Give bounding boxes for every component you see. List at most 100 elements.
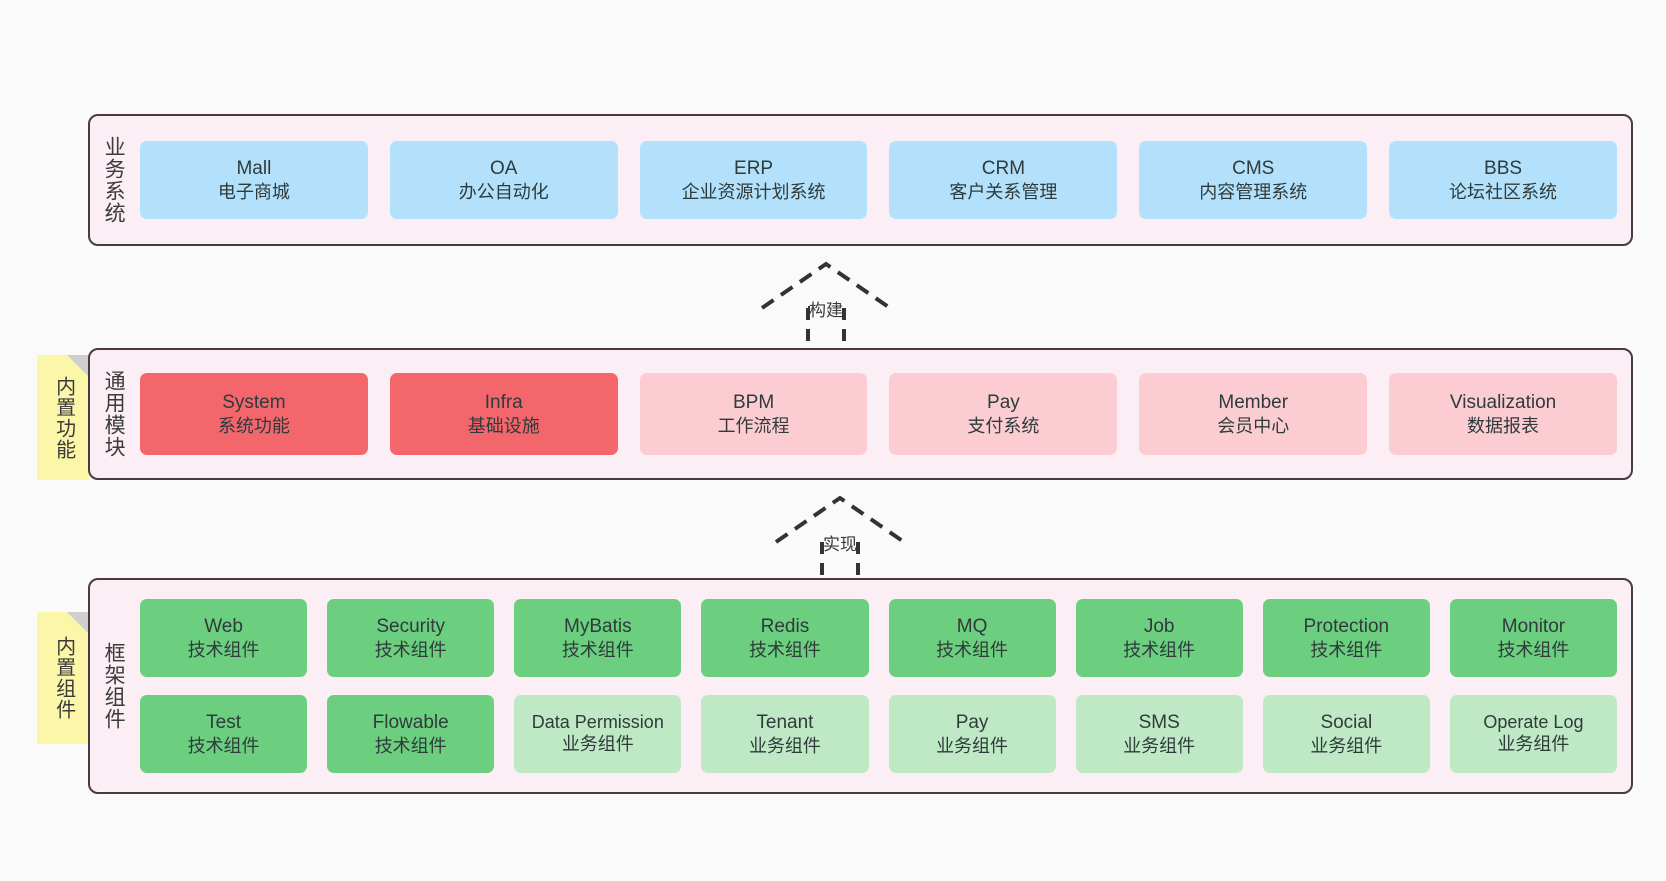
- card-subtitle: 业务组件: [748, 735, 821, 756]
- card-title: Job: [1143, 616, 1175, 638]
- card-title: Security: [376, 616, 445, 638]
- card-subtitle: 电子商城: [217, 181, 290, 202]
- card-subtitle: 技术组件: [374, 735, 447, 756]
- card-title: OA: [490, 158, 518, 180]
- card-title: SMS: [1138, 712, 1180, 734]
- build-relation-arrow: 构建: [758, 258, 894, 342]
- card-title: BBS: [1484, 158, 1523, 180]
- card-title: Visualization: [1449, 392, 1557, 414]
- card-title: Monitor: [1501, 616, 1566, 638]
- builtin-feature-note: 内置功能: [37, 355, 89, 480]
- card-subtitle: 基础设施: [467, 415, 540, 436]
- card-subtitle: 业务组件: [1123, 735, 1196, 756]
- card-subtitle: 技术组件: [748, 639, 821, 660]
- card-subtitle: 技术组件: [187, 639, 260, 660]
- card-subtitle: 技术组件: [561, 639, 634, 660]
- card-title: Test: [206, 712, 241, 734]
- build-relation-label: 构建: [809, 301, 843, 320]
- card-subtitle: 数据报表: [1467, 415, 1540, 436]
- card-subtitle: 支付系统: [967, 415, 1040, 436]
- card-subtitle: 技术组件: [1123, 639, 1196, 660]
- card-title: BPM: [732, 392, 775, 414]
- card-title: Mall: [236, 158, 272, 180]
- card-title: Protection: [1303, 616, 1390, 638]
- note-fold-corner-icon: [67, 355, 89, 377]
- card-subtitle: 内容管理系统: [1199, 181, 1308, 202]
- card-title: MyBatis: [564, 616, 632, 638]
- common-module-layer-label: 通用模块: [102, 370, 126, 458]
- card-subtitle: 工作流程: [717, 415, 790, 436]
- business-system-layer-label: 业务系统: [102, 136, 126, 224]
- card-subtitle: 业务组件: [936, 735, 1009, 756]
- card-title: Infra: [484, 392, 523, 414]
- builtin-component-note: 内置组件: [37, 612, 89, 744]
- card-title: Flowable: [372, 712, 449, 734]
- framework-component-layer-label: 框架组件: [102, 642, 126, 730]
- card-subtitle: 客户关系管理: [949, 181, 1058, 202]
- card-title: CMS: [1232, 158, 1275, 180]
- card-title: Redis: [760, 616, 810, 638]
- card-subtitle: 技术组件: [936, 639, 1009, 660]
- arrow-head-open-triangle: [760, 261, 892, 310]
- card-subtitle: 技术组件: [1497, 639, 1570, 660]
- note-fold-corner-icon: [67, 612, 89, 634]
- card-title: Pay: [955, 712, 989, 734]
- card-subtitle: 业务组件: [1497, 734, 1570, 754]
- card-title: System: [222, 392, 286, 414]
- implement-relation-arrow: 实现: [772, 492, 908, 576]
- card-title: MQ: [956, 616, 988, 638]
- card-subtitle: 论坛社区系统: [1449, 181, 1558, 202]
- builtin-component-note-label: 内置组件: [52, 636, 75, 720]
- arrow-head-open-triangle: [774, 495, 906, 544]
- card-subtitle: 系统功能: [217, 415, 290, 436]
- card-title: Member: [1218, 392, 1289, 414]
- card-title: Tenant: [756, 712, 814, 734]
- card-subtitle: 办公自动化: [458, 181, 549, 202]
- card-title: Social: [1320, 712, 1373, 734]
- card-subtitle: 会员中心: [1217, 415, 1290, 436]
- card-title: Pay: [987, 392, 1020, 414]
- implement-relation-label: 实现: [823, 535, 857, 554]
- card-subtitle: 业务组件: [1310, 735, 1383, 756]
- card-subtitle: 技术组件: [187, 735, 260, 756]
- card-title: ERP: [734, 158, 774, 180]
- card-subtitle: 技术组件: [374, 639, 447, 660]
- card-subtitle: 业务组件: [561, 734, 634, 754]
- card-subtitle: 技术组件: [1310, 639, 1383, 660]
